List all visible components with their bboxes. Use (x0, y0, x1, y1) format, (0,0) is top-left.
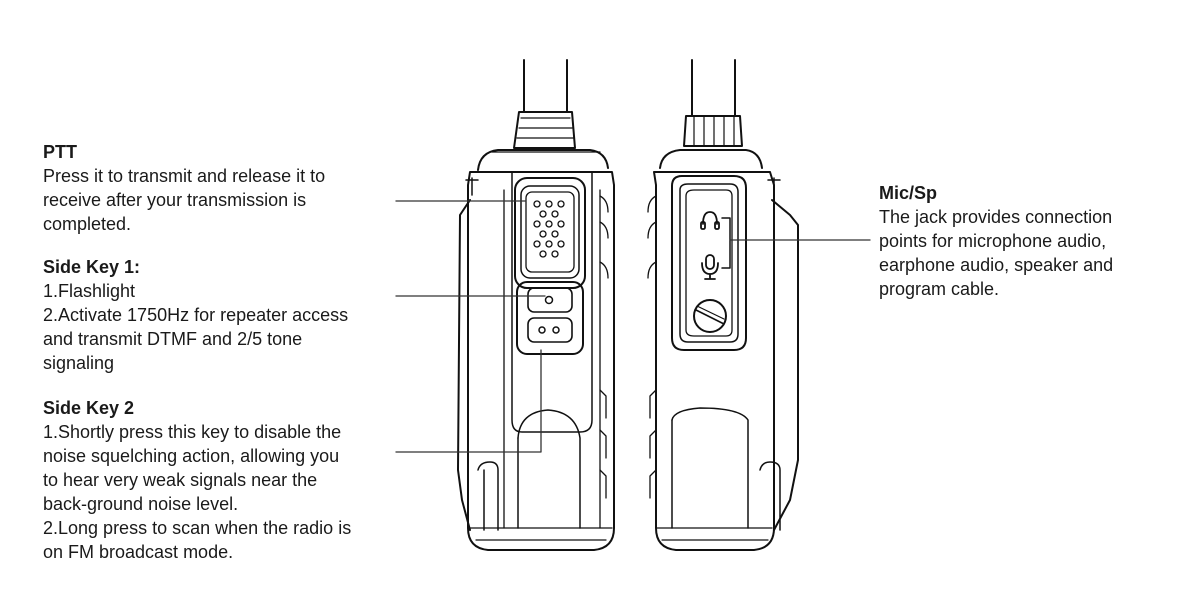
annotation-line: points for microphone audio, (879, 231, 1107, 251)
annotation-ptt: PTT Press it to transmit and release it … (43, 140, 325, 236)
radio-right-side-view (647, 59, 799, 551)
microphone-icon (701, 254, 719, 280)
annotation-line: The jack provides connection (879, 207, 1113, 227)
annotation-line: and transmit DTMF and 2/5 tone (43, 329, 303, 349)
annotation-line: on FM broadcast mode. (43, 542, 234, 562)
annotation-line: program cable. (879, 279, 1000, 299)
annotation-line: to hear very weak signals near the (43, 470, 318, 490)
annotation-mic-sp: Mic/Sp The jack provides connection poin… (879, 181, 1113, 301)
annotation-title: Mic/Sp (879, 183, 938, 203)
callout-lines (395, 200, 871, 453)
radio-left-side-view (457, 59, 615, 551)
annotation-line: completed. (43, 214, 132, 234)
annotation-line: 2.Long press to scan when the radio is (43, 518, 352, 538)
annotation-title: PTT (43, 142, 77, 162)
annotation-line: 1.Flashlight (43, 281, 136, 301)
annotation-line: 1.Shortly press this key to disable the (43, 422, 342, 442)
annotation-line: earphone audio, speaker and (879, 255, 1114, 275)
annotation-title: Side Key 2 (43, 398, 135, 418)
annotation-side-key-2: Side Key 2 1.Shortly press this key to d… (43, 396, 351, 564)
annotation-side-key-1: Side Key 1: 1.Flashlight 2.Activate 1750… (43, 255, 348, 375)
callout-side-key-2 (395, 349, 542, 453)
annotation-line: 2.Activate 1750Hz for repeater access (43, 305, 349, 325)
headphone-icon (700, 211, 720, 230)
annotation-title: Side Key 1: (43, 257, 141, 277)
annotation-line: receive after your transmission is (43, 190, 307, 210)
annotation-line: Press it to transmit and release it to (43, 166, 326, 186)
annotation-line: signaling (43, 353, 115, 373)
annotation-line: noise squelching action, allowing you (43, 446, 340, 466)
annotation-line: back-ground noise level. (43, 494, 239, 514)
